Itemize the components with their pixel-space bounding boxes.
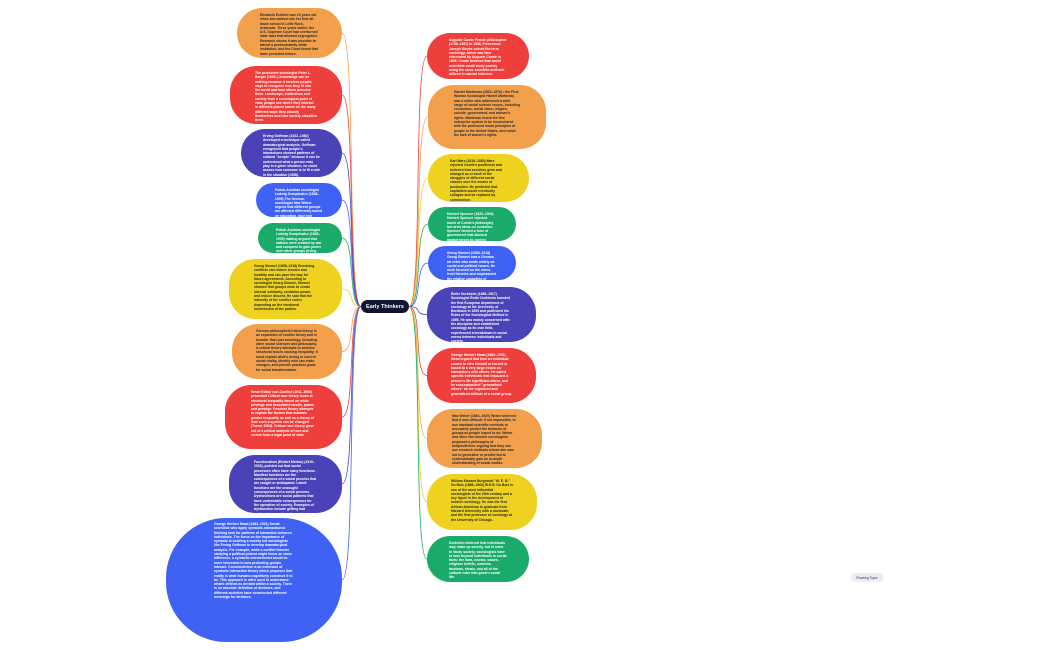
left-topic-node[interactable]: George Herbert Mead (1863–1931) Social s… (166, 518, 342, 642)
right-topic-node[interactable]: Durkheim believed that individuals may m… (427, 536, 529, 582)
right-topic-text: George Herbert Mead (1863–1931) Mead arg… (451, 353, 512, 396)
left-topic-node[interactable]: Functionalism (Robert Merton) (1910–2003… (229, 455, 342, 513)
central-topic[interactable]: Early Thinkers (361, 300, 409, 313)
left-topic-text: Erving Goffman (1922–1982) developed a t… (263, 134, 320, 177)
connector-line (408, 116, 429, 307)
left-topic-text: Elizabeth Eckford was 15 years old when … (260, 13, 318, 56)
left-topic-text: Georg Simmel (1858–1918) Resolving confl… (254, 264, 315, 311)
connector-line (408, 177, 429, 307)
left-topic-node[interactable]: Polish-Austrian sociologist Ludwig Gumpl… (258, 223, 342, 253)
left-topic-node[interactable]: Georg Simmel (1858–1918) Resolving confl… (229, 259, 342, 319)
right-topic-text: William Edward Burghardt "W. E. B." Du B… (451, 479, 513, 522)
left-topic-node[interactable]: Smart Editor non-Conflict (1911–2006) pr… (225, 385, 342, 449)
right-topic-text: Georg Simmel (1858–1918) Georg Simmel wa… (447, 251, 496, 280)
left-topic-text: The prominent sociologist Peter L. Berge… (255, 71, 318, 123)
connector-line (408, 306, 428, 439)
right-topic-node[interactable]: George Herbert Mead (1863–1931) Mead arg… (427, 348, 536, 403)
right-topic-text: Max Weber (1864–1920) Weber believed tha… (452, 414, 516, 466)
connector-line (341, 288, 362, 307)
right-topic-text: Auguste Comte French philosopher (1798–1… (449, 38, 507, 77)
right-topic-node[interactable]: Georg Simmel (1858–1918) Georg Simmel wa… (428, 246, 516, 280)
right-topic-text: Karl Marx (1818–1883) Marx rejected Comt… (450, 159, 503, 202)
left-topic-node[interactable]: German philosopher/Critical theory is an… (232, 324, 342, 379)
connector-line (408, 306, 428, 503)
connector-line (341, 32, 362, 307)
left-topic-text: Functionalism (Robert Merton) (1910–2003… (254, 460, 317, 513)
connector-line (408, 223, 429, 307)
connector-line (341, 199, 362, 307)
left-topic-text: George Herbert Mead (1863–1931) Social s… (214, 522, 293, 600)
right-topic-text: Herbert Spencer (1820–1903) Herbert Spen… (447, 212, 494, 241)
left-topic-text: Smart Editor non-Conflict (1911–2006) pr… (251, 390, 315, 437)
connector-line (341, 152, 362, 307)
right-topic-node[interactable]: Herbert Spencer (1820–1903) Herbert Spen… (428, 207, 516, 241)
right-topic-text: Émile Durkheim (1858–1917) Sociologist É… (451, 292, 511, 342)
right-topic-node[interactable]: Harriet Martineau (1802–1876) • the Firs… (428, 85, 546, 149)
left-topic-node[interactable]: Erving Goffman (1922–1982) developed a t… (241, 129, 342, 177)
left-topic-text: Polish-Austrian sociologist Ludwig Gumpl… (276, 228, 322, 253)
connector-line (408, 262, 429, 307)
right-topic-node[interactable]: William Edward Burghardt "W. E. B." Du B… (427, 474, 537, 530)
right-topic-node[interactable]: Max Weber (1864–1920) Weber believed tha… (427, 409, 542, 468)
right-topic-node[interactable]: Auguste Comte French philosopher (1798–1… (427, 33, 529, 79)
floating-topic[interactable]: Floating Topic (851, 573, 883, 582)
connector-line (408, 306, 428, 560)
connector-line (408, 306, 428, 315)
connector-line (341, 94, 362, 307)
connector-line (341, 306, 362, 485)
connector-line (341, 306, 362, 352)
right-topic-node[interactable]: Karl Marx (1818–1883) Marx rejected Comt… (428, 154, 529, 202)
connector-line (341, 237, 362, 307)
connector-line (408, 306, 428, 376)
connector-line (341, 306, 362, 418)
left-topic-text: Polish-Austrian sociologist Ludwig Gumpl… (275, 188, 323, 217)
connector-line (408, 55, 428, 307)
left-topic-text: German philosopher/Critical theory is an… (256, 329, 318, 372)
connector-line (341, 306, 362, 581)
right-topic-text: Durkheim believed that individuals may m… (449, 541, 507, 580)
left-topic-node[interactable]: Elizabeth Eckford was 15 years old when … (237, 8, 342, 58)
left-topic-node[interactable]: Polish-Austrian sociologist Ludwig Gumpl… (256, 183, 342, 217)
right-topic-node[interactable]: Émile Durkheim (1858–1917) Sociologist É… (427, 287, 536, 342)
right-topic-text: Harriet Martineau (1802–1876) • the Firs… (454, 90, 520, 137)
left-topic-node[interactable]: The prominent sociologist Peter L. Berge… (230, 66, 342, 124)
